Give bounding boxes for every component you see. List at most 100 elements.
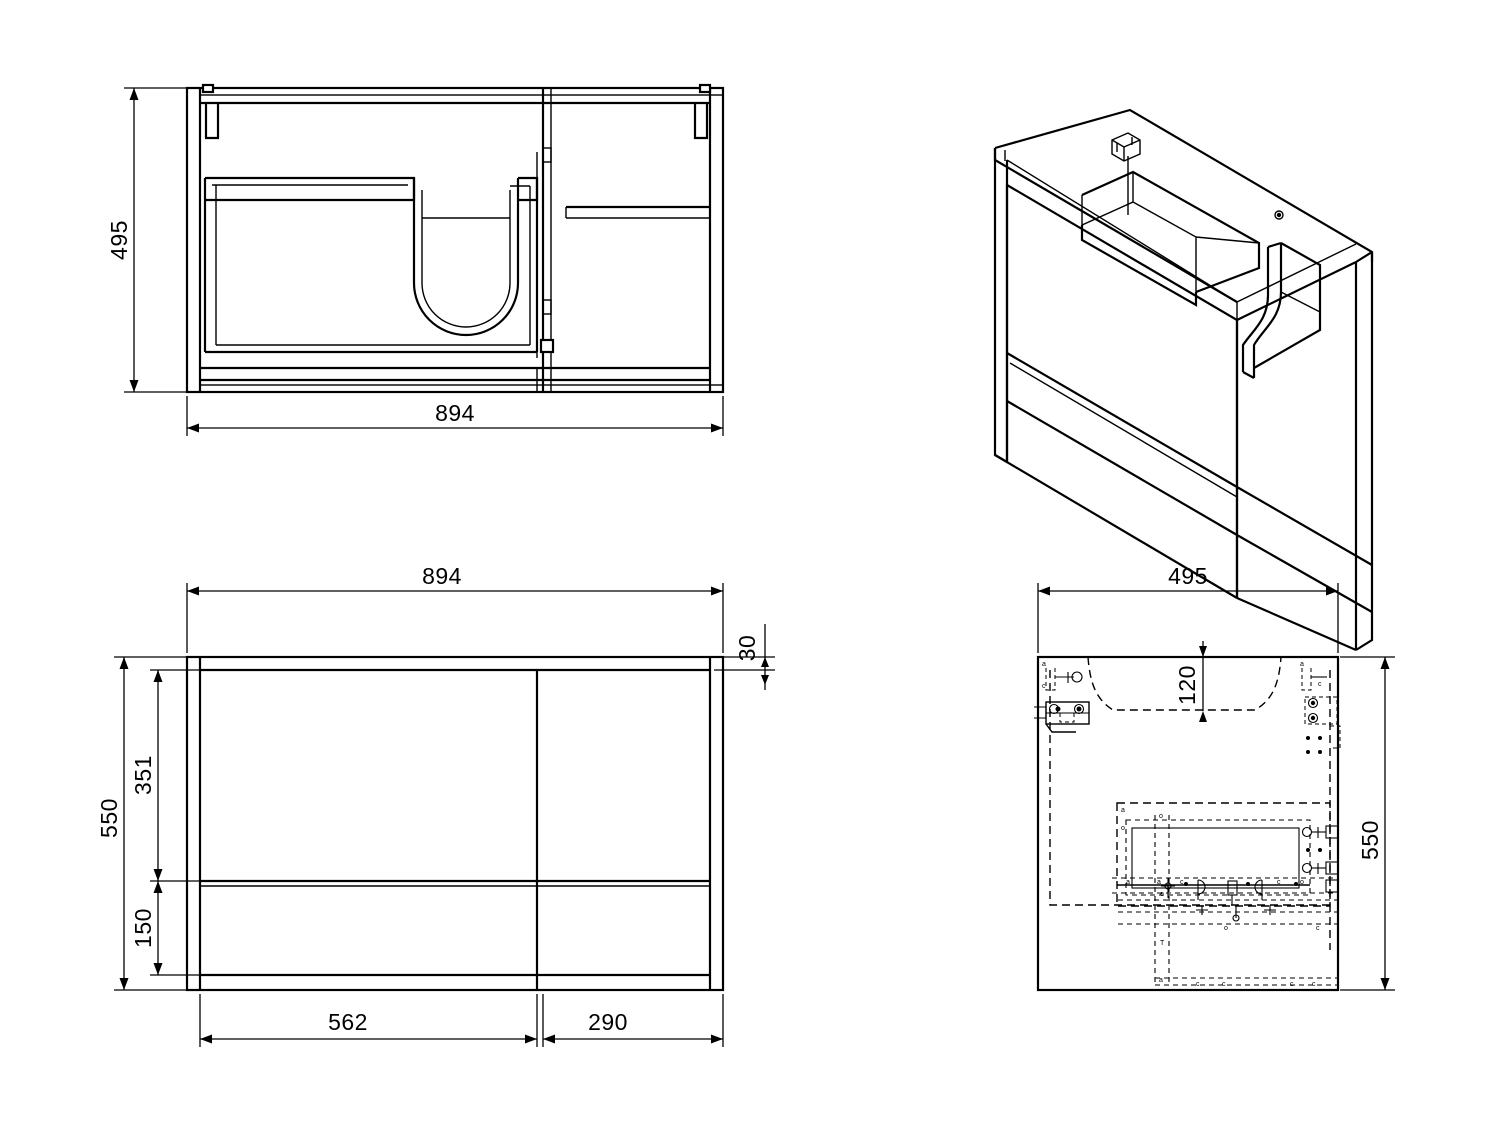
- iso-siphon-curve-left: [1241, 247, 1270, 372]
- bracket-fixing-right: [698, 83, 712, 94]
- dimension-894-front: 894: [186, 563, 724, 653]
- carcass-outline: [185, 86, 725, 394]
- iso-open-shelf-thickness: [1009, 362, 1238, 498]
- wall-bracket-left: [204, 103, 220, 140]
- svg-text:c: c: [1290, 981, 1294, 988]
- fitting-detail-upper-right: [1301, 668, 1341, 754]
- iso-wall-bracket-fitting: [1111, 132, 1141, 215]
- iso-interior-divider: [1081, 170, 1261, 294]
- dimension-30-front: 30: [714, 624, 775, 690]
- iso-siphon-curve-right: [1252, 243, 1283, 378]
- iso-interior-back-top-right: [1236, 243, 1357, 303]
- svg-text:a: a: [1300, 661, 1304, 668]
- dimension-label-495-top: 495: [106, 220, 132, 260]
- hidden-drawer-box-inner: [1131, 827, 1300, 889]
- svg-text:a: a: [1042, 661, 1046, 668]
- dimension-550-side: 550: [1340, 656, 1395, 991]
- svg-text:o: o: [1300, 879, 1304, 886]
- siphon-cutout-outer: [412, 178, 520, 337]
- dimension-label-30: 30: [734, 635, 760, 662]
- iso-front-top-edge: [1006, 184, 1239, 598]
- iso-open-shelf-top: [1006, 352, 1238, 488]
- svg-text:o: o: [1224, 925, 1228, 932]
- siphon-cutout-inner: [421, 190, 511, 328]
- iso-bottom-front-edge: [1236, 596, 1357, 652]
- svg-text:c: c: [1277, 879, 1281, 886]
- svg-text:c: c: [1222, 981, 1226, 988]
- iso-drawer-front-lower-edge2: [1236, 534, 1373, 613]
- hidden-carcass-left: [1049, 670, 1330, 906]
- view-top-left-plan: 495 894: [106, 83, 725, 436]
- side-panel-outline: [1036, 655, 1340, 992]
- view-front-elevation: 894 30 550 351: [96, 563, 775, 1047]
- svg-text:a: a: [1121, 807, 1125, 814]
- divider-dowel-mid: [542, 299, 552, 315]
- siphon-right-band: [518, 176, 539, 202]
- dimension-495-top-view: 495: [106, 87, 190, 393]
- iso-siphon-plate-hint: [1280, 291, 1321, 313]
- iso-interior-back-wall: [1006, 159, 1238, 320]
- fitting-detail-right-column: [1301, 825, 1339, 893]
- view-side-elevation: a c a c a o o a a c c o e T a o c c c c …: [1034, 563, 1395, 992]
- iso-open-shelf-bottom: [1006, 400, 1238, 536]
- svg-text:a: a: [1159, 977, 1163, 984]
- dimension-label-150: 150: [130, 908, 156, 948]
- svg-text:c: c: [1316, 925, 1320, 932]
- svg-text:o: o: [1121, 825, 1125, 832]
- fitting-letter-annotations: a c a c a o o a a c c o e T a o c c c c …: [1042, 661, 1322, 988]
- svg-text:c: c: [1312, 981, 1316, 988]
- dimension-351-front: 351: [130, 669, 205, 882]
- dimension-label-894-front: 894: [422, 563, 462, 589]
- iso-divider-left-face: [1081, 172, 1134, 227]
- svg-text:c: c: [1042, 683, 1046, 690]
- dimension-label-550-side: 550: [1357, 820, 1383, 860]
- dimension-562-front: 562: [199, 994, 538, 1047]
- dimension-label-894-top: 894: [435, 400, 475, 426]
- fitting-detail-upper-left: [1034, 668, 1090, 733]
- divider-dowel-top: [542, 147, 552, 163]
- hidden-drawer-box-mid: [1125, 819, 1311, 896]
- dimension-label-351: 351: [130, 755, 156, 795]
- bracket-fixing-left: [201, 83, 215, 94]
- dimension-894-top-view: 894: [186, 396, 724, 436]
- dimension-label-120: 120: [1174, 665, 1200, 705]
- carcass-inner-offset: [199, 94, 724, 386]
- iso-top-back-edge: [994, 108, 1374, 262]
- dowel-marks-runner: [1161, 878, 1298, 922]
- dimension-495-side: 495: [1037, 563, 1339, 653]
- iso-siphon-top-edge: [1267, 241, 1282, 249]
- iso-divider-shelf-line: [1195, 236, 1260, 244]
- dimension-label-562: 562: [328, 1009, 368, 1035]
- iso-left-side-panel: [993, 148, 1009, 464]
- iso-siphon-bottom-edge: [1242, 371, 1255, 379]
- drawer-box-band-left: [205, 176, 416, 202]
- view-isometric-3d: [993, 108, 1374, 652]
- svg-text:c: c: [1180, 879, 1184, 886]
- dimension-label-495-side: 495: [1168, 563, 1208, 589]
- iso-top-front-right: [1236, 261, 1357, 321]
- iso-bottom-left-edge: [994, 454, 1238, 599]
- svg-text:T: T: [1160, 940, 1165, 947]
- iso-siphon-hole: [1274, 210, 1284, 220]
- iso-drawer-front-lower-edge: [1236, 486, 1373, 566]
- iso-right-side-panel-outer: [1355, 252, 1374, 651]
- dimension-290-front: 290: [542, 994, 724, 1047]
- dimension-120-side: 120: [1174, 641, 1207, 722]
- hidden-drawer-box-upper: [1116, 802, 1331, 907]
- iso-divider-bottom: [1080, 225, 1198, 307]
- iso-siphon-plate-right: [1253, 242, 1322, 369]
- svg-text:a: a: [1126, 879, 1130, 886]
- svg-text:c: c: [1196, 981, 1200, 988]
- svg-text:o: o: [1159, 813, 1163, 820]
- divider-dowel-bottom: [539, 338, 555, 354]
- front-outline: [185, 655, 725, 992]
- iso-hole-dot: [1276, 212, 1282, 218]
- wall-bracket-right: [693, 103, 709, 140]
- svg-text:c: c: [1318, 681, 1322, 688]
- svg-text:a: a: [1157, 879, 1161, 886]
- iso-right-panel-top: [1355, 251, 1373, 263]
- dimension-label-550-front: 550: [96, 798, 122, 838]
- dimension-550-front: 550: [96, 656, 190, 991]
